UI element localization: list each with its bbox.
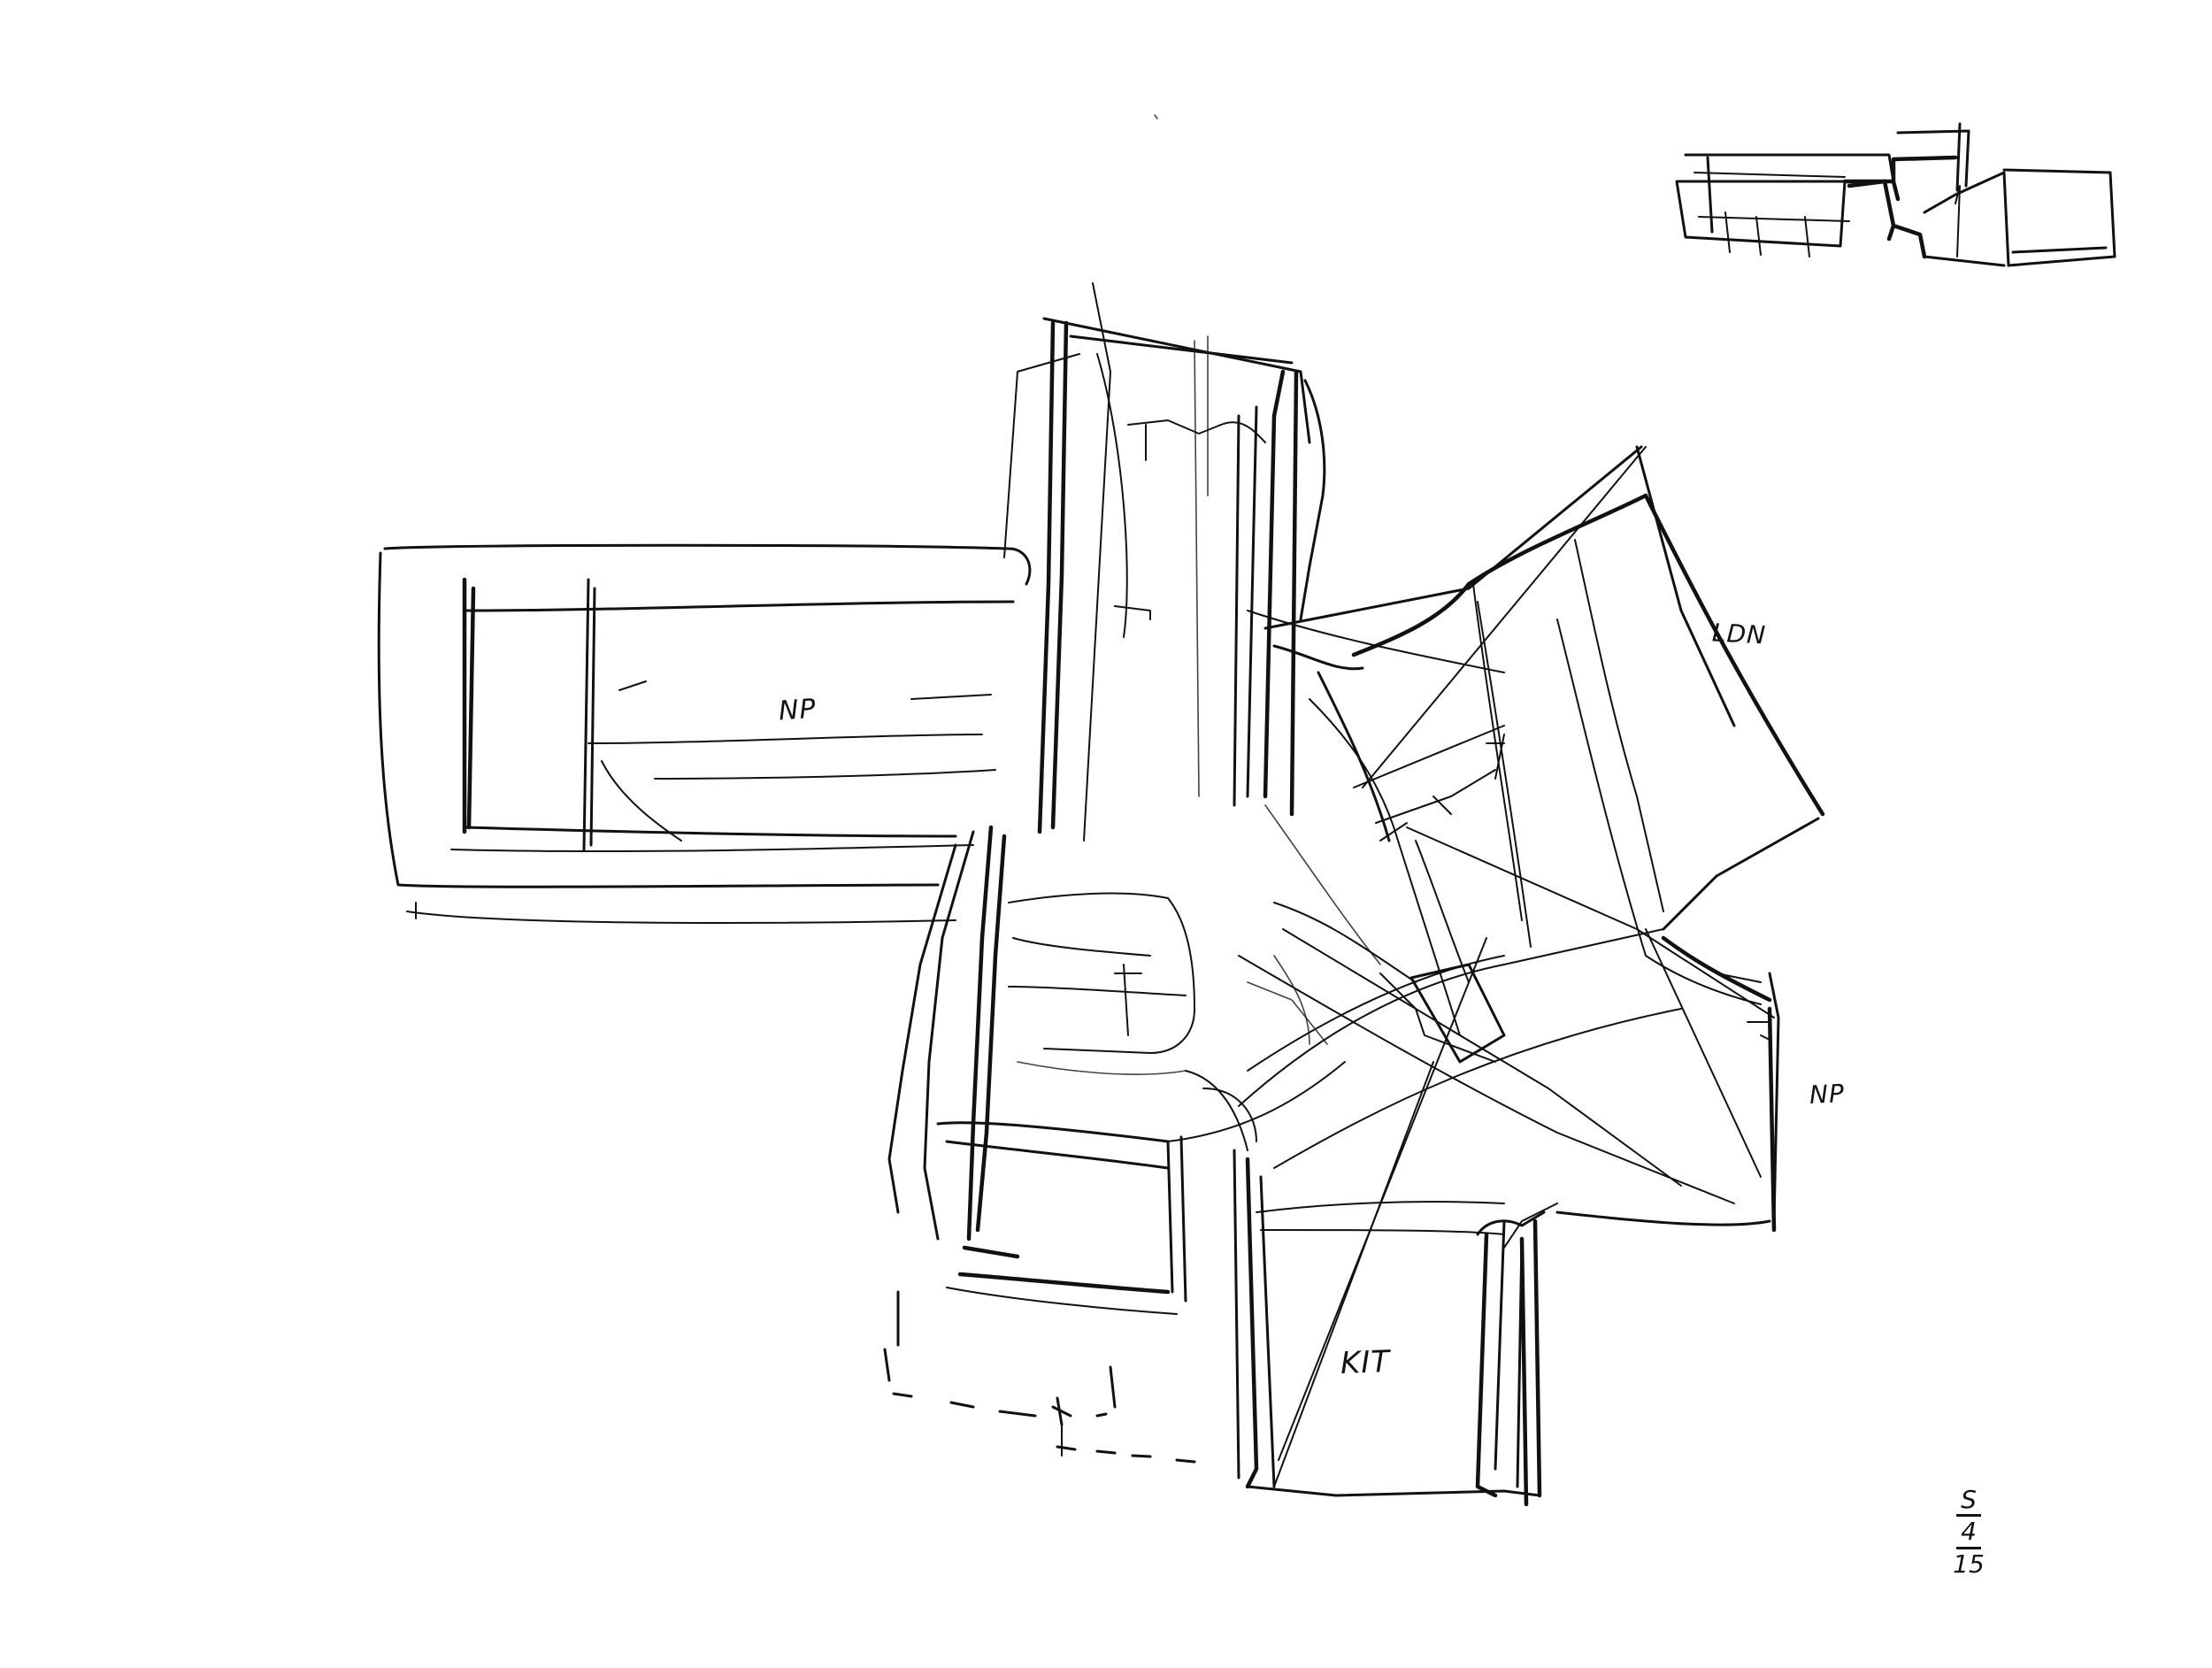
lower-right-wing [1555, 928, 1780, 1233]
lower-left-block [887, 825, 1195, 1315]
signature-line-3: 15 [1953, 1549, 1985, 1579]
dashed-extension [883, 1290, 1196, 1464]
stray-mark [1154, 114, 1158, 119]
room-label-np-left: NP [777, 693, 818, 727]
elevation-thumbnail [1675, 122, 2116, 267]
room-label-kit: KIT [1340, 1344, 1391, 1381]
left-wing-outline [377, 543, 1032, 924]
signature-divider [1956, 1546, 1981, 1549]
signature-line-1: S [1961, 1485, 1977, 1514]
signature-divider [1956, 1514, 1981, 1518]
kitchen-arm [1233, 937, 1558, 1507]
central-tower [1003, 282, 1326, 842]
room-label-np-right: NP [1809, 1078, 1846, 1111]
construction-lines [1167, 446, 1775, 1204]
right-rotated-wing [1247, 445, 1825, 1036]
signature-line-2: 4 [1961, 1517, 1977, 1547]
date-signature: S 4 15 [1951, 1485, 1986, 1579]
room-label-ldn: LDN [1711, 618, 1767, 650]
